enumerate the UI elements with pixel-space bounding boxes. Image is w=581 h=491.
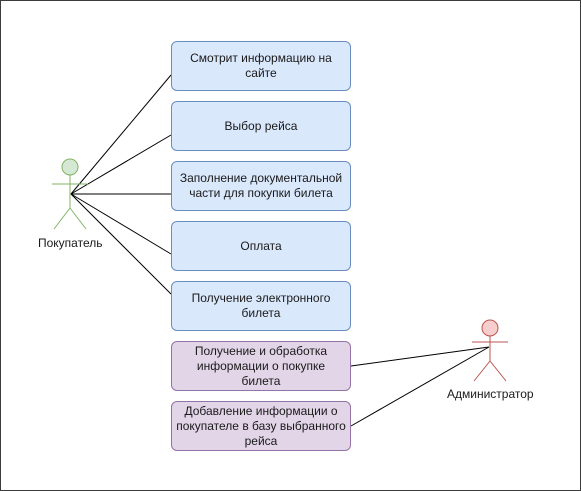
usecase-process-purchase-info[interactable]: Получение и обработка информации о покуп…	[171, 341, 351, 391]
association-buyer-usecase-4	[70, 193, 172, 255]
usecase-label: Получение и обработка информации о покуп…	[194, 343, 328, 388]
association-buyer-usecase-1	[70, 74, 172, 195]
usecase-view-site-info[interactable]: Смотрит информацию на сайте	[171, 41, 351, 91]
usecase-label: Оплата	[240, 238, 282, 253]
buyer-actor-figure	[52, 158, 88, 230]
usecase-get-e-ticket[interactable]: Получение электронного билета	[171, 281, 351, 331]
usecase-fill-documents[interactable]: Заполнение документальной части для поку…	[171, 161, 351, 211]
association-admin-usecase-6	[350, 346, 490, 367]
buyer-head	[61, 158, 79, 176]
usecase-label: Заполнение документальной части для поку…	[179, 171, 343, 200]
admin-actor-figure	[472, 319, 508, 382]
usecase-label: Получение электронного билета	[191, 291, 331, 320]
usecase-label: Добавление информации о покупателе в баз…	[176, 403, 346, 448]
buyer-actor-label: Покупатель	[38, 236, 103, 250]
usecase-add-buyer-to-flight-db[interactable]: Добавление информации о покупателе в баз…	[171, 401, 351, 451]
admin-actor-label: Администратор	[447, 387, 534, 401]
usecase-payment[interactable]: Оплата	[171, 221, 351, 271]
association-buyer-usecase-2	[70, 134, 172, 195]
association-admin-usecase-7	[350, 346, 490, 427]
usecase-label: Выбор рейса	[224, 118, 298, 133]
association-buyer-usecase-5	[70, 193, 172, 295]
admin-head	[481, 319, 499, 337]
usecase-label: Смотрит информацию на сайте	[190, 51, 332, 80]
usecase-choose-flight[interactable]: Выбор рейса	[171, 101, 351, 151]
